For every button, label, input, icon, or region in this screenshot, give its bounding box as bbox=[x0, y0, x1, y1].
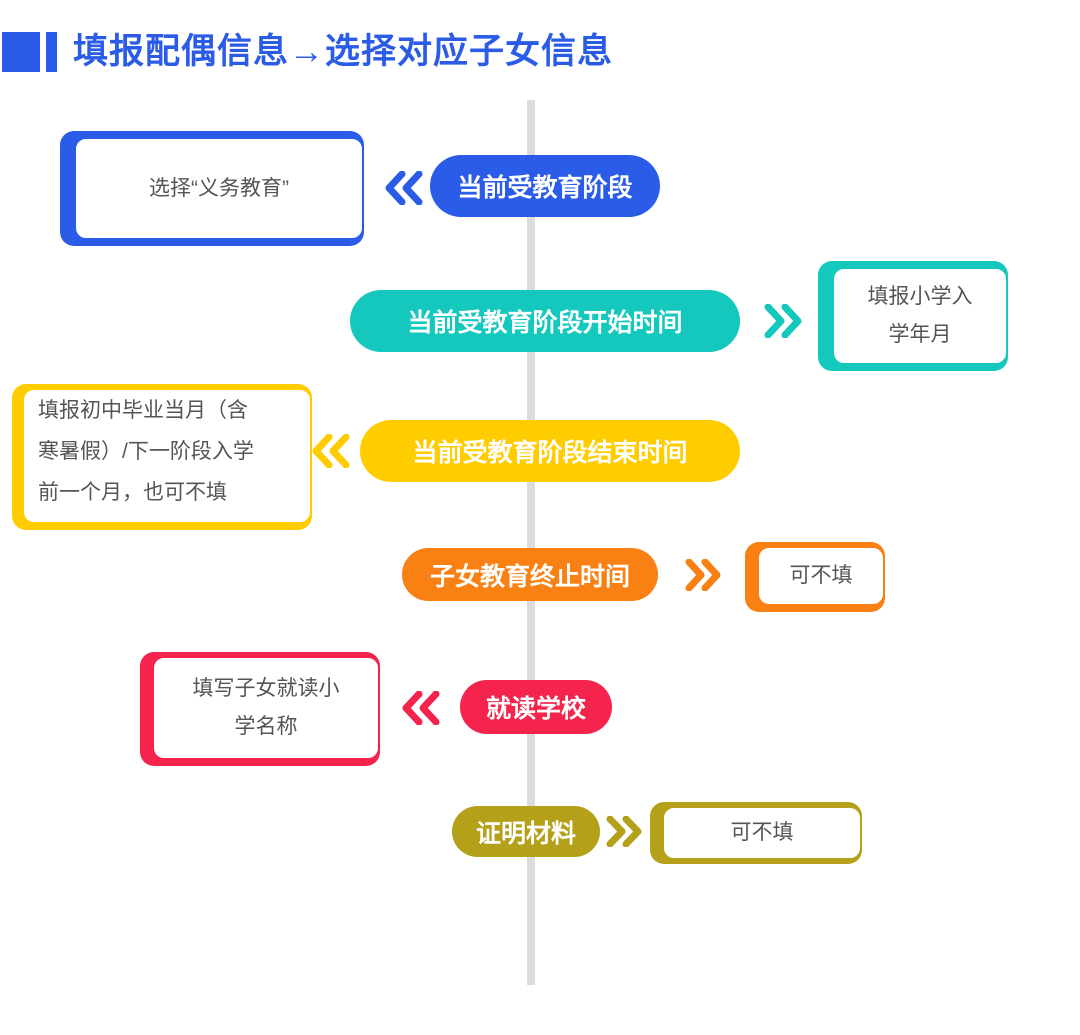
pill-label: 当前受教育阶段开始时间 bbox=[407, 309, 683, 337]
note-box-education-termination-time: 可不填 bbox=[745, 542, 885, 612]
pill-label: 子女教育终止时间 bbox=[429, 562, 630, 591]
title-marker-bar-icon bbox=[46, 32, 57, 72]
pill-label: 当前受教育阶段 bbox=[457, 174, 633, 202]
pill-label: 证明材料 bbox=[475, 819, 576, 848]
note-line: 可不填 bbox=[789, 564, 853, 587]
pill-attending-school[interactable]: 就读学校 bbox=[460, 680, 612, 734]
chevron-double-left-icon bbox=[400, 688, 442, 728]
chevron-double-right-icon bbox=[683, 557, 723, 593]
pill-label: 就读学校 bbox=[485, 695, 586, 723]
note-line: 填写子女就读小 bbox=[192, 677, 340, 700]
chevron-double-left-icon bbox=[383, 168, 425, 208]
note-box-stage-start-time: 填报小学入 学年月 bbox=[818, 261, 1008, 371]
pill-label: 当前受教育阶段结束时间 bbox=[412, 439, 688, 467]
chevron-double-left-icon bbox=[310, 431, 352, 471]
note-line: 填报初中毕业当月（含 bbox=[38, 399, 248, 422]
note-face: 填报小学入 学年月 bbox=[832, 267, 1008, 365]
page-title: 填报配偶信息→选择对应子女信息 bbox=[0, 22, 613, 82]
note-line: 可不填 bbox=[730, 821, 794, 844]
pill-current-education-stage[interactable]: 当前受教育阶段 bbox=[430, 155, 660, 217]
pill-proof-materials[interactable]: 证明材料 bbox=[452, 806, 600, 857]
note-line: 学年月 bbox=[888, 323, 952, 346]
note-face: 可不填 bbox=[757, 546, 885, 606]
note-box-current-education-stage: 选择“义务教育” bbox=[60, 131, 364, 246]
note-line: 寒暑假）/下一阶段入学 bbox=[38, 440, 254, 463]
note-line: 前一个月，也可不填 bbox=[38, 481, 227, 504]
note-line: 学名称 bbox=[234, 715, 298, 738]
chevron-double-right-icon bbox=[605, 814, 643, 848]
note-face: 选择“义务教育” bbox=[74, 137, 364, 240]
note-box-attending-school: 填写子女就读小 学名称 bbox=[140, 652, 380, 766]
pill-stage-end-time[interactable]: 当前受教育阶段结束时间 bbox=[360, 420, 740, 482]
note-box-proof-materials: 可不填 bbox=[650, 802, 862, 864]
title-marker-icon bbox=[2, 32, 40, 72]
note-line: 选择“义务教育” bbox=[149, 176, 289, 200]
note-face: 填报初中毕业当月（含 寒暑假）/下一阶段入学 前一个月，也可不填 bbox=[22, 388, 312, 524]
note-face: 可不填 bbox=[662, 806, 862, 860]
chevron-double-right-icon bbox=[762, 301, 804, 341]
pill-education-termination-time[interactable]: 子女教育终止时间 bbox=[402, 548, 658, 601]
note-face: 填写子女就读小 学名称 bbox=[152, 656, 380, 760]
pill-stage-start-time[interactable]: 当前受教育阶段开始时间 bbox=[350, 290, 740, 352]
note-line: 填报小学入 bbox=[867, 285, 973, 308]
note-box-stage-end-time: 填报初中毕业当月（含 寒暑假）/下一阶段入学 前一个月，也可不填 bbox=[12, 384, 312, 530]
timeline-spine bbox=[527, 100, 535, 985]
page-title-text: 填报配偶信息→选择对应子女信息 bbox=[73, 32, 614, 71]
